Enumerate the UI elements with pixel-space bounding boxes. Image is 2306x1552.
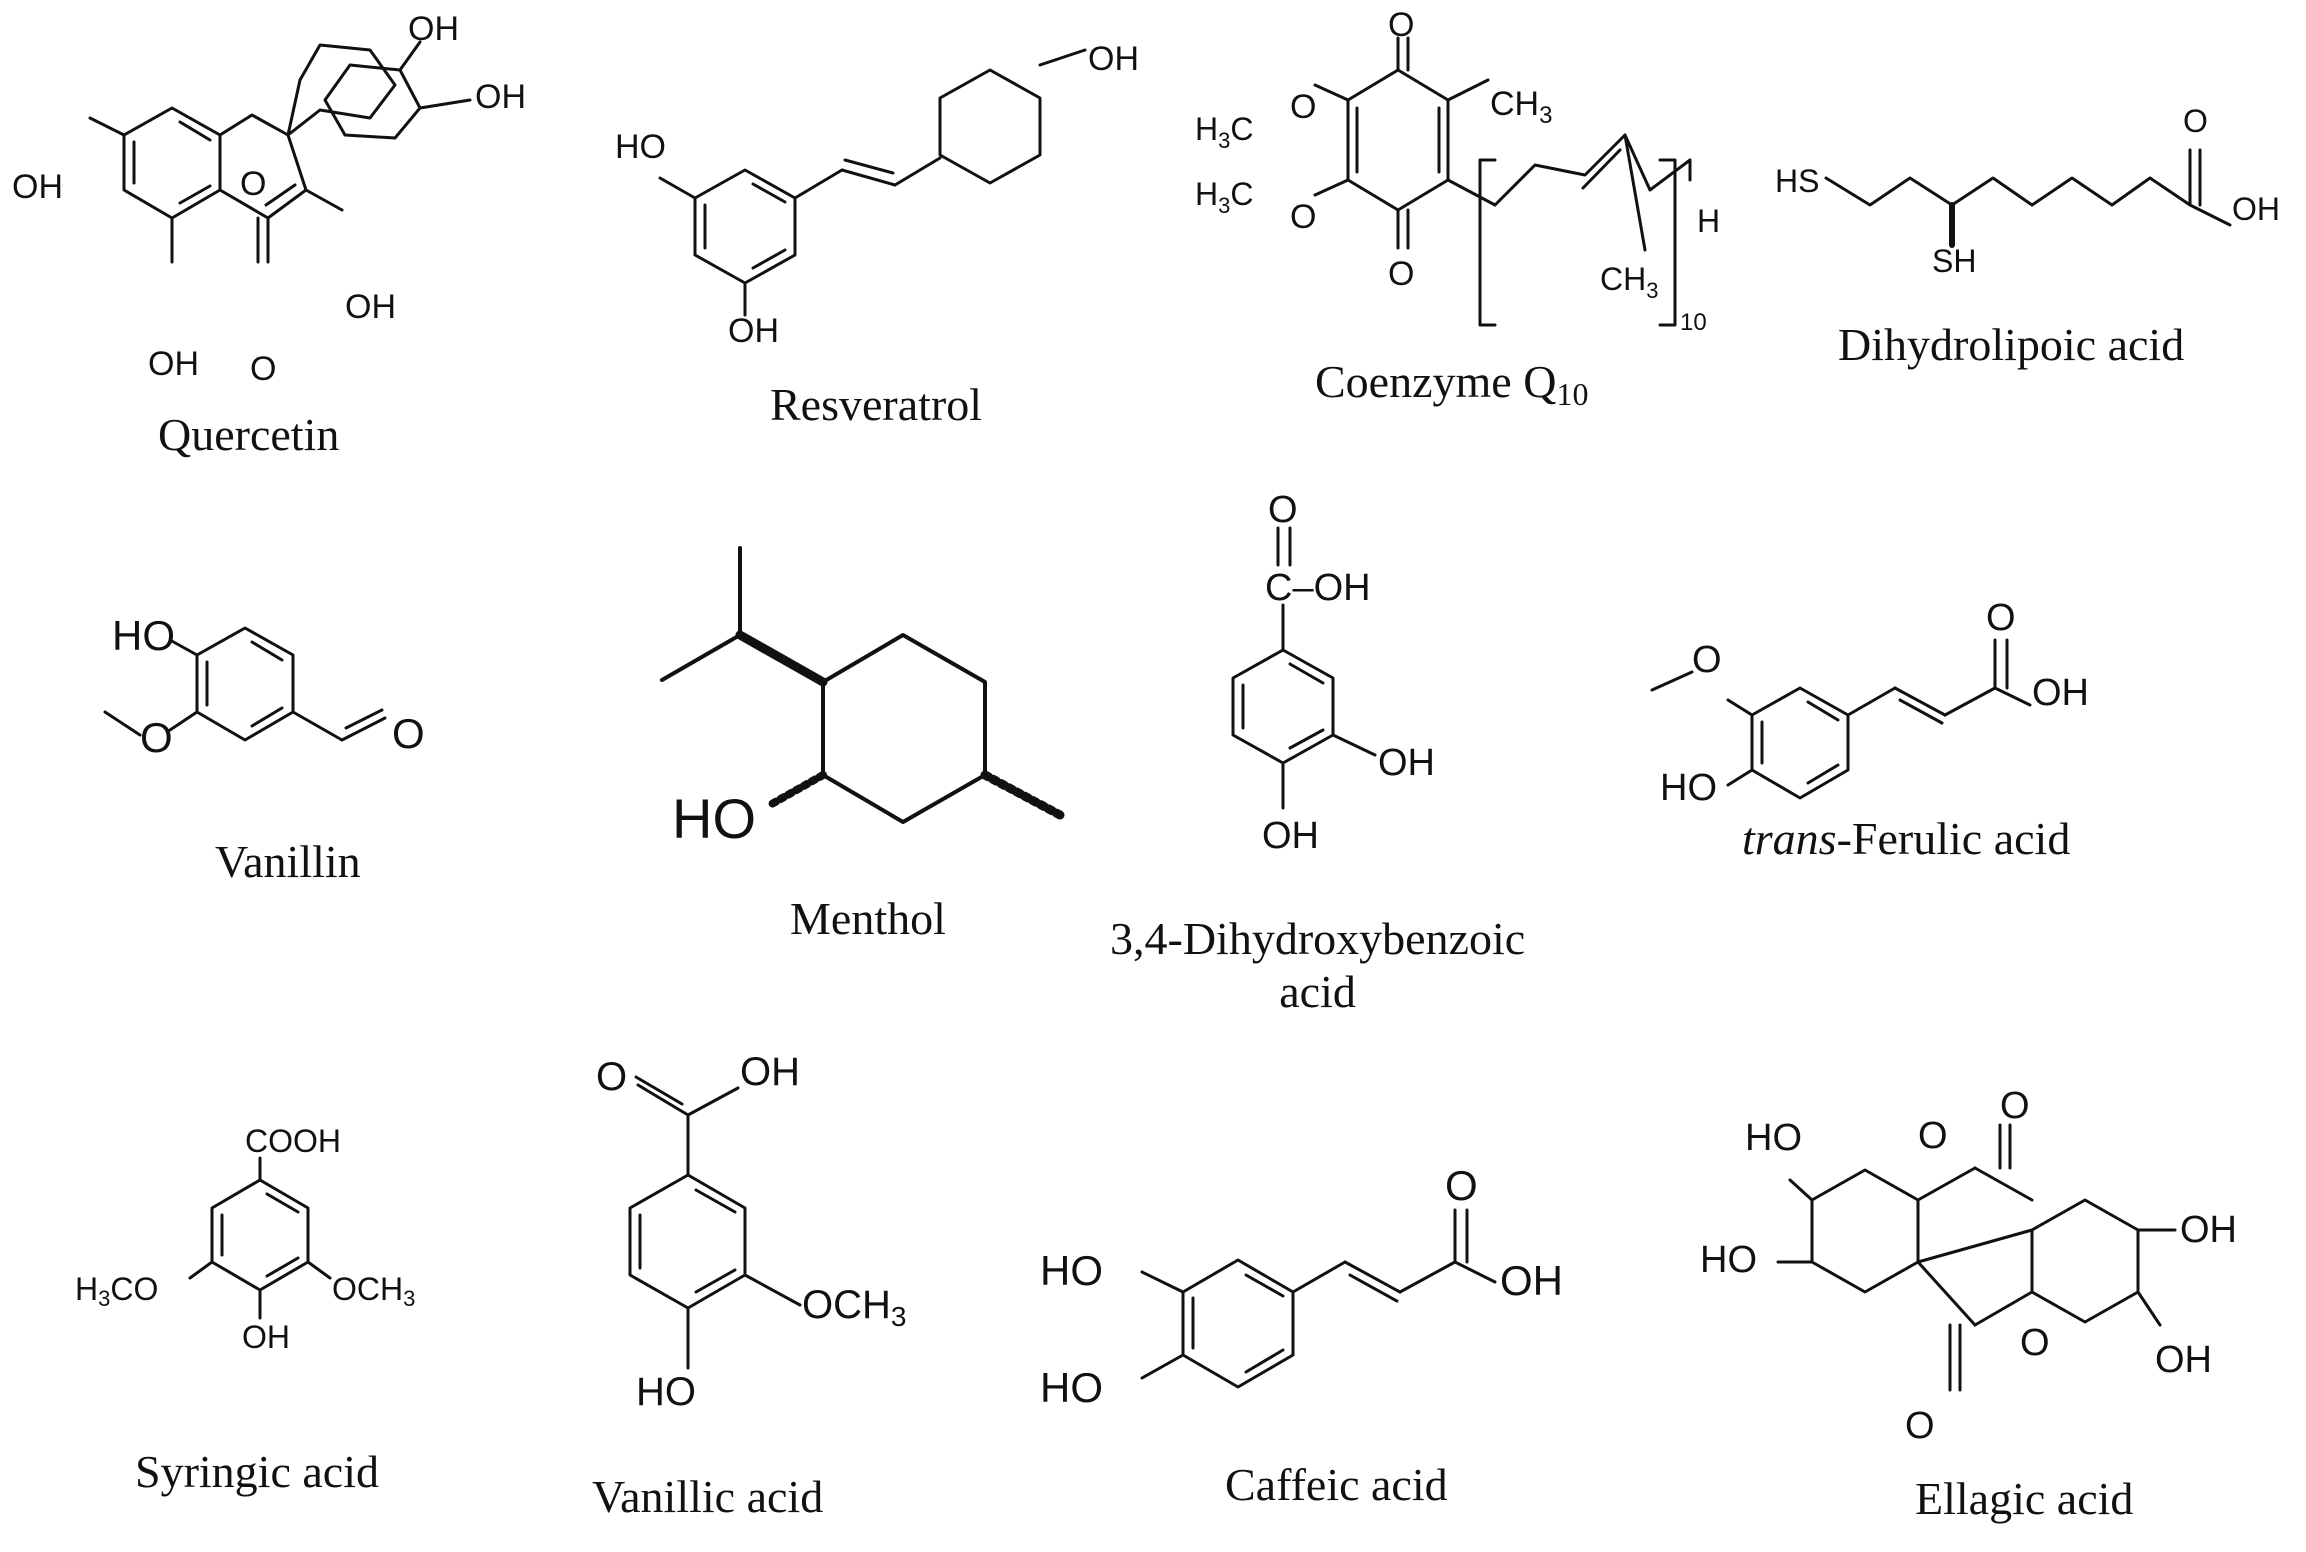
structure-vanillic: O OH OCH3 HO xyxy=(596,1050,906,1414)
caption-dhba: 3,4-Dihydroxybenzoic acid xyxy=(1110,912,1525,1018)
caption-dihydrolipoic: Dihydrolipoic acid xyxy=(1838,319,2185,370)
quercetin-o-keto: O xyxy=(250,350,276,388)
coq10-ch3-b: CH3 xyxy=(1600,261,1658,303)
coq10-h: H xyxy=(1697,203,1720,239)
ellagic-oh-b: OH xyxy=(2155,1339,2212,1381)
syringic-oh: OH xyxy=(242,1319,290,1355)
coq10-o-top: O xyxy=(1388,6,1414,44)
caption-ellagic: Ellagic acid xyxy=(1915,1473,2134,1524)
caption-vanillin: Vanillin xyxy=(215,836,361,887)
vanillin-o-ald: O xyxy=(392,710,425,757)
caption-caffeic: Caffeic acid xyxy=(1225,1459,1448,1510)
ellagic-o-bot: O xyxy=(1905,1405,1935,1447)
caffeic-o: O xyxy=(1445,1162,1478,1209)
dhba-oh-a: OH xyxy=(1378,742,1435,784)
quercetin-o-ring: O xyxy=(240,165,266,203)
syringic-och3: OCH3 xyxy=(332,1271,415,1311)
syringic-h3co: H3CO xyxy=(75,1271,158,1311)
dhba-o: O xyxy=(1268,489,1298,531)
coq10-h3c-a: H3C xyxy=(1195,111,1253,153)
caffeic-oh: OH xyxy=(1500,1257,1563,1304)
caption-dhba-line1: 3,4-Dihydroxybenzoic xyxy=(1110,913,1526,964)
structure-syringic: COOH H3CO OCH3 OH xyxy=(75,1123,415,1355)
structure-dihydrolipoic: HS SH O OH xyxy=(1775,103,2280,279)
caffeic-ho-b: HO xyxy=(1040,1364,1103,1411)
coq10-o-b: O xyxy=(1290,198,1316,236)
structure-dhba: O C–OH OH OH xyxy=(1231,489,1435,857)
ferulic-o: O xyxy=(1986,597,2016,639)
coq10-o-a: O xyxy=(1290,88,1316,126)
caption-resveratrol: Resveratrol xyxy=(770,379,983,430)
caption-menthol: Menthol xyxy=(790,893,946,944)
resveratrol-oh-b: HO xyxy=(615,128,666,166)
structure-quercetin: OH OH O OH OH OH O xyxy=(12,10,526,388)
vanillin-ho: HO xyxy=(112,612,175,659)
dhla-oh: OH xyxy=(2232,191,2280,227)
ellagic-ho-a: HO xyxy=(1745,1117,1802,1159)
resveratrol-oh-a: OH xyxy=(1088,40,1139,78)
dhla-sh: SH xyxy=(1932,243,1976,279)
caption-syringic: Syringic acid xyxy=(135,1446,379,1497)
caffeic-ho-a: HO xyxy=(1040,1247,1103,1294)
caption-ferulic: trans-Ferulic acid xyxy=(1742,812,2070,865)
caption-dhba-line2: acid xyxy=(1279,966,1356,1017)
coq10-o-bot: O xyxy=(1388,255,1414,293)
caption-vanillic: Vanillic acid xyxy=(592,1471,824,1522)
caption-coq10-sub: 10 xyxy=(1556,376,1589,412)
vanillic-och3: OCH3 xyxy=(802,1283,906,1332)
ferulic-o-me: O xyxy=(1692,639,1722,681)
vanillic-o: O xyxy=(596,1055,627,1099)
structure-resveratrol: OH HO OH xyxy=(615,40,1139,350)
coq10-n: 10 xyxy=(1680,309,1707,336)
dhba-c-oh: C–OH xyxy=(1265,567,1371,609)
menthol-ho: HO xyxy=(672,787,756,850)
quercetin-oh-c: OH xyxy=(12,168,63,206)
caption-ferulic-italic: trans xyxy=(1742,813,1837,864)
caption-coq10-text: Coenzyme Q xyxy=(1315,356,1557,407)
ellagic-o-top: O xyxy=(2000,1085,2030,1127)
resveratrol-oh-c: OH xyxy=(728,312,779,350)
coq10-h3c-b: H3C xyxy=(1195,176,1253,218)
ellagic-o-ring-bot: O xyxy=(2020,1322,2050,1364)
vanillic-oh: OH xyxy=(740,1050,800,1094)
ellagic-oh-a: OH xyxy=(2180,1209,2237,1251)
ferulic-oh: OH xyxy=(2032,672,2089,714)
vanillic-ho: HO xyxy=(636,1370,696,1414)
structure-caffeic: HO HO O OH xyxy=(1040,1162,1563,1411)
syringic-cooh: COOH xyxy=(245,1123,341,1159)
coq10-ch3-a: CH3 xyxy=(1490,85,1552,129)
vanillin-o-me: O xyxy=(140,714,173,761)
caption-coq10: Coenzyme Q10 xyxy=(1315,355,1588,413)
dhla-o: O xyxy=(2183,103,2208,139)
quercetin-oh-e: OH xyxy=(148,345,199,383)
caption-ferulic-rest: -Ferulic acid xyxy=(1836,813,2071,864)
ellagic-ho-b: HO xyxy=(1700,1239,1757,1281)
ellagic-o-ring-top: O xyxy=(1918,1115,1948,1157)
dhla-hs: HS xyxy=(1775,163,1819,199)
quercetin-oh-b: OH xyxy=(475,78,526,116)
caption-quercetin: Quercetin xyxy=(158,409,340,460)
structure-vanillin: HO O O xyxy=(103,612,425,761)
dhba-oh-b: OH xyxy=(1262,815,1319,857)
structure-ferulic: O HO O OH xyxy=(1650,597,2089,809)
ferulic-ho: HO xyxy=(1660,767,1717,809)
structure-ellagic: O O HO HO OH OH O O xyxy=(1700,1085,2237,1447)
quercetin-oh-d: OH xyxy=(345,288,396,326)
structure-coq10: O O CH3 H3C O H3C O H CH3 10 xyxy=(1195,6,1720,336)
structure-menthol: HO xyxy=(660,546,1065,850)
quercetin-oh-a: OH xyxy=(408,10,459,48)
